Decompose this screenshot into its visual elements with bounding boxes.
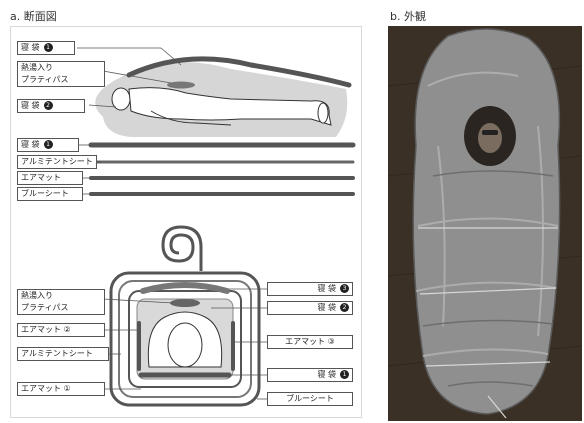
goggles (482, 130, 498, 135)
label-cs-alu-sheet: アルミテントシート (17, 347, 109, 361)
label-hot-water-bottle: 熱湯入り プラティパス (17, 61, 105, 87)
label-cs-airmat-1: エアマット ① (17, 382, 105, 396)
num-badge: 1 (340, 370, 349, 379)
num-badge: 1 (44, 43, 53, 52)
label-layer-blue-sheet: ブルーシート (17, 187, 83, 201)
cs-hot-water-bottle (170, 299, 200, 307)
spiral-opening (163, 227, 201, 271)
label-layer-alu: アルミテントシート (17, 155, 97, 169)
num-badge: 3 (340, 284, 349, 293)
head-shape (168, 323, 202, 367)
label-cs-blue-sheet: ブルーシート (267, 392, 353, 406)
num-badge: 1 (44, 140, 53, 149)
label-cs-airmat-3: エアマット ③ (267, 335, 353, 349)
label-cs-airmat-2: エアマット ② (17, 323, 105, 337)
label-cs-hot-water-bottle: 熱湯入り プラティパス (17, 289, 105, 315)
exterior-photo (388, 26, 582, 421)
face (478, 123, 502, 153)
panel-a-caption: a. 断面図 (10, 8, 57, 24)
panel-b-caption: b. 外観 (390, 8, 426, 24)
hot-water-bottle-shape (167, 82, 195, 89)
num-badge: 2 (44, 101, 53, 110)
num-badge: 2 (340, 303, 349, 312)
label-layer-airmat: エアマット (17, 171, 83, 185)
